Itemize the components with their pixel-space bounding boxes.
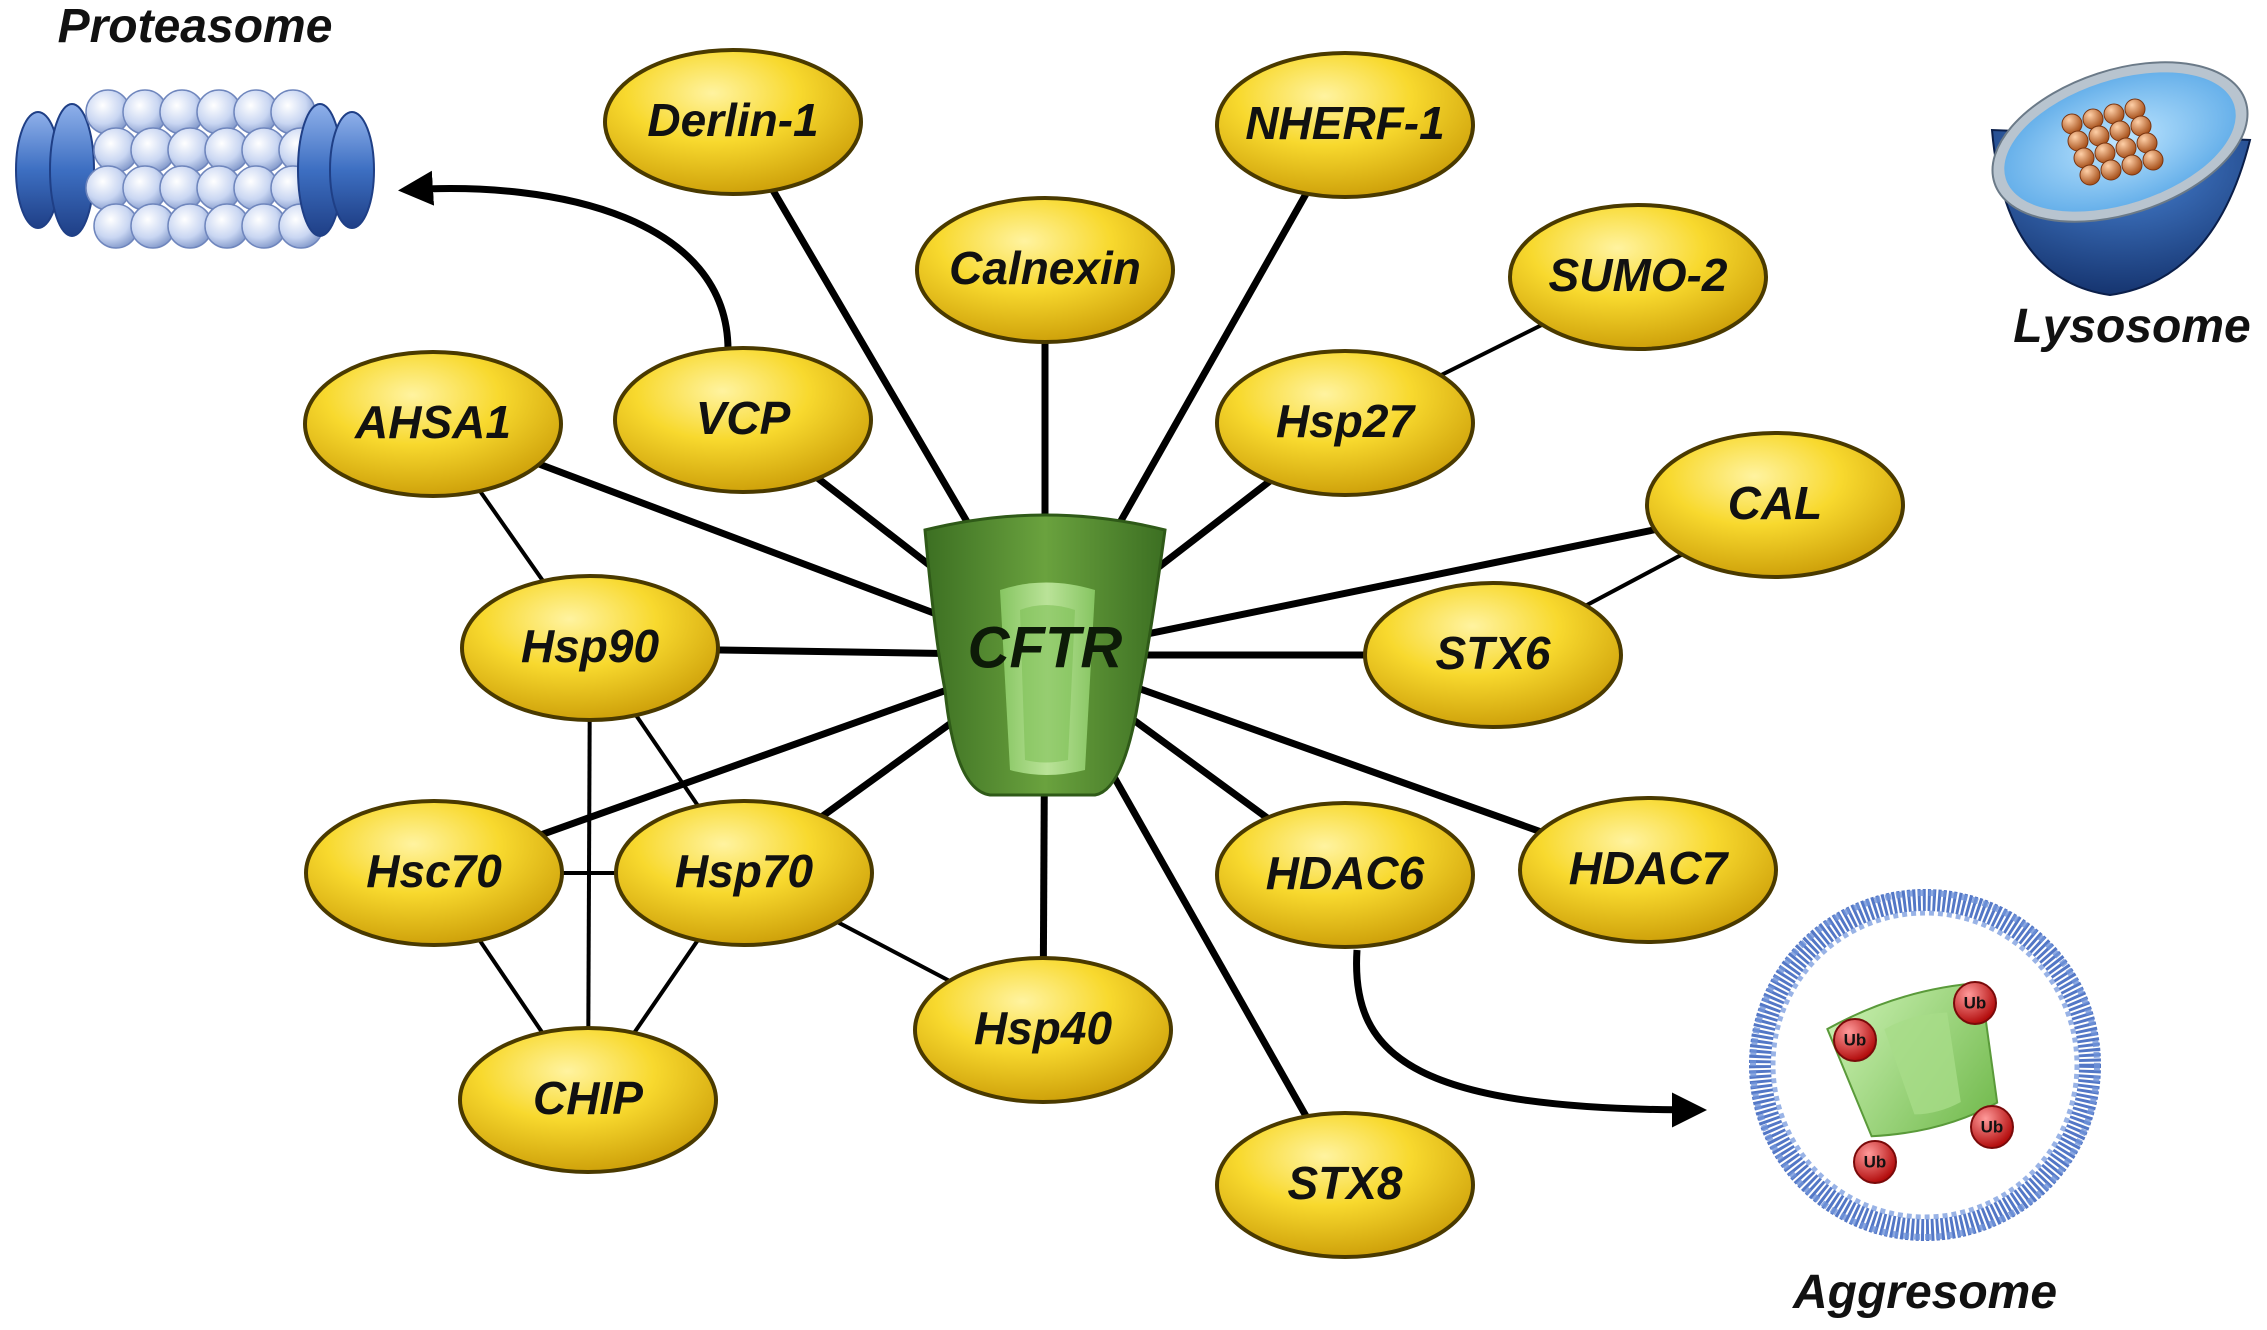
node-derlin-1: Derlin-1 — [603, 48, 863, 196]
node-label: Calnexin — [949, 242, 1141, 294]
lysosome-icon — [1990, 61, 2252, 297]
node-ahsa1: AHSA1 — [303, 350, 563, 498]
aggresome-icon — [1749, 889, 2101, 1241]
node-hsp90: Hsp90 — [460, 574, 720, 722]
node-label: CHIP — [533, 1072, 643, 1124]
node-label: CAL — [1728, 477, 1823, 529]
proteasome-icon — [15, 89, 375, 249]
node-ellipse — [1508, 203, 1768, 351]
node-ellipse — [1645, 431, 1905, 579]
node-label: SUMO-2 — [1549, 249, 1728, 301]
svg-text:Ub: Ub — [1981, 1117, 2004, 1136]
node-label: HDAC6 — [1266, 847, 1425, 899]
node-label: NHERF-1 — [1245, 97, 1444, 149]
node-label: Hsp90 — [521, 620, 659, 672]
node-ellipse — [1215, 1111, 1475, 1259]
aggresome-label: Aggresome — [1792, 1266, 2057, 1319]
node-label: STX6 — [1435, 627, 1550, 679]
node-label: Hsc70 — [366, 845, 502, 897]
node-ellipse — [1518, 796, 1778, 944]
svg-text:Ub: Ub — [1844, 1030, 1867, 1049]
proteasome-label: Proteasome — [58, 0, 333, 53]
lysosome-label: Lysosome — [2013, 300, 2250, 353]
node-calnexin: Calnexin — [915, 196, 1175, 344]
node-label: Hsp27 — [1276, 395, 1416, 447]
svg-text:Ub: Ub — [1864, 1152, 1887, 1171]
node-hdac7: HDAC7 — [1518, 796, 1778, 944]
node-label: VCP — [696, 392, 791, 444]
node-ellipse — [458, 1026, 718, 1174]
node-ellipse — [603, 48, 863, 196]
node-ellipse — [460, 574, 720, 722]
node-label: Hsp40 — [974, 1002, 1112, 1054]
ub-tag-3: Ub — [1970, 1105, 2014, 1149]
lysosome-cargo — [2142, 149, 2164, 171]
node-ellipse — [613, 346, 873, 494]
node-label: HDAC7 — [1569, 842, 1730, 894]
node-label: AHSA1 — [354, 396, 511, 448]
node-hsp70: Hsp70 — [614, 799, 874, 947]
ub-tag-4: Ub — [1853, 1140, 1897, 1184]
lysosome-cargo — [2121, 154, 2143, 176]
node-vcp: VCP — [613, 346, 873, 494]
node-ellipse — [304, 799, 564, 947]
node-label: Hsp70 — [675, 845, 813, 897]
arrow-vcp-to-proteasome — [398, 170, 732, 351]
node-ellipse — [614, 799, 874, 947]
node-ellipse — [1363, 581, 1623, 729]
node-hsc70: Hsc70 — [304, 799, 564, 947]
node-nherf-1: NHERF-1 — [1215, 51, 1475, 199]
node-hsp27: Hsp27 — [1215, 349, 1475, 497]
cftr-label: CFTR — [968, 615, 1123, 680]
node-sumo-2: SUMO-2 — [1508, 203, 1768, 351]
node-ellipse — [1215, 51, 1475, 199]
arrow-hdac6-to-aggresome — [1353, 949, 1707, 1128]
cftr-channel-icon — [923, 513, 1167, 797]
node-label: STX8 — [1287, 1157, 1402, 1209]
node-ellipse — [1215, 349, 1475, 497]
lysosome-cargo — [2100, 159, 2122, 181]
node-ellipse — [1215, 801, 1475, 949]
node-ellipse — [303, 350, 563, 498]
node-cal: CAL — [1645, 431, 1905, 579]
node-ellipse — [915, 196, 1175, 344]
svg-text:Ub: Ub — [1964, 993, 1987, 1012]
node-hsp40: Hsp40 — [913, 956, 1173, 1104]
ub-tag-2: Ub — [1953, 981, 1997, 1025]
node-label: Derlin-1 — [647, 94, 818, 146]
node-stx8: STX8 — [1215, 1111, 1475, 1259]
lysosome-cargo — [2079, 164, 2101, 186]
node-ellipse — [913, 956, 1173, 1104]
ub-tag-1: Ub — [1833, 1018, 1877, 1062]
node-hdac6: HDAC6 — [1215, 801, 1475, 949]
node-chip: CHIP — [458, 1026, 718, 1174]
node-stx6: STX6 — [1363, 581, 1623, 729]
